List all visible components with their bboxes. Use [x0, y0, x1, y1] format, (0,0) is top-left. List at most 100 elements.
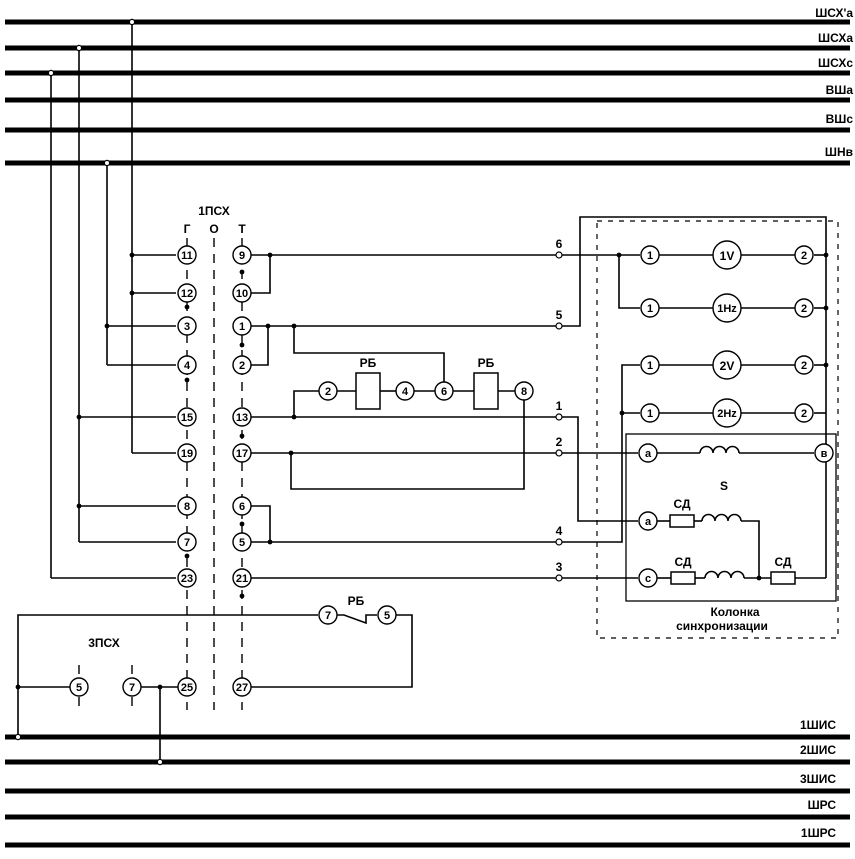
svg-text:1: 1 [647, 303, 653, 315]
svg-text:5: 5 [239, 537, 245, 549]
wire-label: 6 [556, 237, 563, 251]
wire-label: 1 [556, 399, 563, 413]
svg-text:2: 2 [801, 303, 807, 315]
sync-coil-1 [699, 445, 740, 454]
sync-terminal: с [638, 568, 658, 588]
col-label-t: Т [238, 222, 246, 236]
inst-terminal: 2 [794, 403, 814, 423]
resistor-label: СД [774, 555, 792, 569]
rb-contact-terminal: 7 [318, 605, 338, 625]
svg-text:12: 12 [181, 288, 193, 300]
svg-text:6: 6 [441, 386, 447, 398]
svg-text:2: 2 [325, 386, 331, 398]
t-terminal: 5 [232, 532, 252, 552]
sync-coil-2 [701, 513, 742, 522]
g-terminal: 8 [177, 496, 197, 516]
panel3-title: 3ПСХ [88, 636, 120, 650]
svg-text:2V: 2V [720, 359, 735, 373]
rb-terminal: 8 [514, 381, 534, 401]
bus-taps [47, 18, 176, 579]
svg-text:в: в [821, 448, 828, 460]
svg-text:8: 8 [184, 501, 190, 513]
svg-text:2Hz: 2Hz [717, 408, 737, 420]
voltmeter-2v: 2V [712, 350, 742, 380]
inst-terminal: 2 [794, 245, 814, 265]
rb-contact-terminal: 5 [377, 605, 397, 625]
panel-3psh: 3ПСХ РБ 7 5 5 7 [14, 594, 413, 766]
inst-terminal: 1 [640, 403, 660, 423]
sync-terminal: а [638, 511, 658, 531]
svg-text:2: 2 [801, 250, 807, 262]
svg-text:27: 27 [236, 682, 248, 694]
bus-label: ВШа [826, 83, 854, 97]
svg-text:1: 1 [239, 321, 245, 333]
t-terminal: 27 [232, 677, 252, 697]
t-terminal: 6 [232, 496, 252, 516]
bus-label: ШСХа [818, 31, 853, 45]
inst-terminal: 1 [640, 355, 660, 375]
inst-terminal: 1 [640, 298, 660, 318]
sync-terminal: а [638, 443, 658, 463]
svg-text:23: 23 [181, 573, 193, 585]
column-title: Колонка [710, 605, 759, 619]
svg-text:1Hz: 1Hz [717, 303, 737, 315]
synchroscope-box [625, 433, 837, 602]
svg-text:1: 1 [647, 360, 653, 372]
svg-text:21: 21 [236, 573, 248, 585]
svg-text:2: 2 [801, 360, 807, 372]
inst-terminal: 1 [640, 245, 660, 265]
svg-text:1V: 1V [720, 249, 735, 263]
rb-label: РБ [360, 356, 377, 370]
svg-text:1: 1 [647, 408, 653, 420]
voltmeter-1v: 1V [712, 240, 742, 270]
g-terminal: 4 [177, 355, 197, 375]
bus-label: 2ШИС [800, 743, 836, 757]
rb-coil-2 [473, 372, 499, 410]
t-terminal: 1 [232, 316, 252, 336]
bus-label: ШНв [825, 145, 853, 159]
svg-text:4: 4 [402, 386, 409, 398]
bus-label: ШРС [808, 798, 837, 812]
bottom-buses: 1ШИС 2ШИС 3ШИС ШРС 1ШРС [5, 718, 850, 848]
g-terminal: 12 [177, 283, 197, 303]
g-terminal: 19 [177, 443, 197, 463]
svg-text:19: 19 [181, 448, 193, 460]
svg-text:2: 2 [239, 360, 245, 372]
svg-text:25: 25 [181, 682, 193, 694]
bus-label: ВШс [826, 112, 854, 126]
wire-label: 2 [556, 435, 563, 449]
col-label-g: Г [184, 222, 191, 236]
svg-text:9: 9 [239, 250, 245, 262]
sync-coil-3 [704, 570, 745, 579]
resistor-sd [669, 514, 695, 528]
svg-text:13: 13 [236, 412, 248, 424]
frequency-meter-2hz: 2Hz [712, 398, 742, 428]
sync-terminal: в [814, 443, 834, 463]
t-terminal: 17 [232, 443, 252, 463]
svg-text:а: а [645, 448, 652, 460]
svg-text:с: с [645, 573, 651, 585]
g-terminal: 15 [177, 407, 197, 427]
sync-column: Колонка синхронизации 1V 1Hz 2V 2Hz 1 1 … [562, 216, 839, 639]
t-terminal: 10 [232, 283, 252, 303]
svg-text:4: 4 [184, 360, 191, 372]
resistor-label: СД [673, 497, 691, 511]
svg-text:15: 15 [181, 412, 193, 424]
svg-text:3: 3 [184, 321, 190, 333]
g-terminal: 11 [177, 245, 197, 265]
svg-text:7: 7 [129, 682, 135, 694]
t-terminal: 21 [232, 568, 252, 588]
bus-label: 1ШИС [800, 718, 836, 732]
wire-label: 3 [556, 560, 563, 574]
panel3-terminal: 5 [69, 677, 89, 697]
rb-relay-block: РБ РБ 2 4 6 8 [318, 356, 534, 410]
svg-text:5: 5 [76, 682, 82, 694]
wire-label: 5 [556, 308, 563, 322]
top-buses: ШСХ'а ШСХа ШСХс ВШа ВШс ШНв [5, 6, 854, 166]
t-terminal: 13 [232, 407, 252, 427]
svg-text:2: 2 [801, 408, 807, 420]
panel3-terminal: 7 [122, 677, 142, 697]
bus-label: ШСХс [818, 56, 853, 70]
svg-text:а: а [645, 516, 652, 528]
